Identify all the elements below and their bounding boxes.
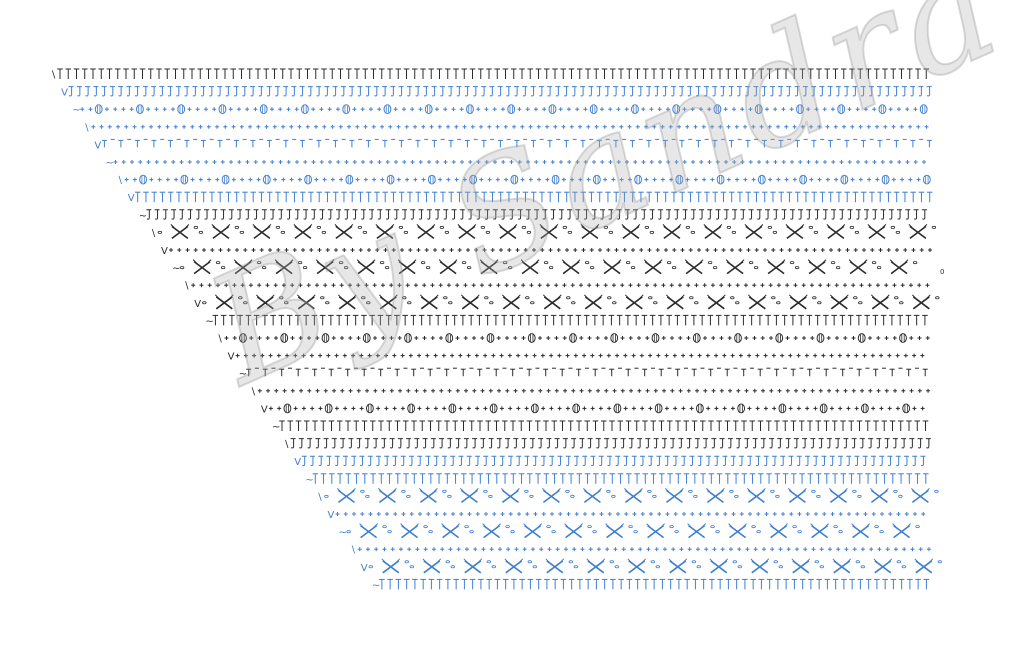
svg-text:~: ~: [239, 369, 247, 380]
chart-row-5: V: [94, 138, 932, 151]
chart-row-27: ~: [339, 523, 920, 539]
svg-text:V: V: [294, 457, 301, 468]
chart-row-9: ~: [139, 209, 927, 222]
svg-text:∖: ∖: [250, 387, 256, 398]
svg-text:~: ~: [139, 211, 147, 222]
chart-row-20: V: [261, 403, 925, 415]
row-end-marker: 0: [940, 268, 945, 276]
svg-text:V: V: [228, 352, 235, 363]
chart-row-23: V: [294, 455, 926, 468]
svg-text:V: V: [161, 246, 168, 257]
svg-text:∖: ∖: [283, 440, 289, 451]
chart-row-19: ∖: [250, 387, 931, 398]
svg-text:V: V: [94, 140, 101, 151]
chart-row-29: V: [361, 558, 942, 574]
chart-row-2: V: [61, 86, 932, 99]
chart-row-3: ~: [72, 104, 928, 116]
svg-text:∖: ∖: [316, 492, 322, 503]
svg-text:∖: ∖: [217, 334, 223, 345]
svg-text:∖: ∖: [83, 123, 89, 134]
chart-row-17: V: [228, 352, 925, 363]
svg-text:~: ~: [372, 580, 380, 591]
chart-row-24: ~: [305, 473, 929, 486]
svg-text:∖: ∖: [350, 545, 356, 556]
svg-text:∖: ∖: [150, 228, 156, 239]
svg-text:~: ~: [305, 475, 313, 486]
svg-text:~: ~: [106, 158, 114, 169]
chart-row-11: V: [161, 246, 932, 257]
svg-text:V: V: [194, 299, 201, 310]
svg-text:∖: ∖: [117, 176, 123, 187]
chart-row-7: ∖: [117, 174, 931, 187]
chart-row-4: ∖: [83, 123, 929, 134]
svg-text:V: V: [128, 193, 135, 204]
svg-text:∖: ∖: [183, 281, 189, 292]
chart-row-30: ~: [372, 578, 930, 591]
chart-row-6: ~: [106, 158, 926, 169]
svg-text:V: V: [328, 510, 335, 521]
svg-text:V: V: [261, 404, 268, 415]
svg-text:∖: ∖: [50, 70, 56, 81]
chart-row-15: ~: [205, 314, 928, 327]
svg-text:~: ~: [172, 264, 180, 275]
svg-text:V: V: [361, 563, 368, 574]
chart-row-22: ∖: [283, 438, 931, 451]
chart-row-14: V: [194, 294, 940, 310]
chart-row-28: ∖: [350, 545, 931, 556]
chart-row-13: ∖: [183, 281, 930, 292]
chart-row-26: V: [328, 510, 926, 521]
chart-row-1: ∖: [50, 68, 930, 81]
chart-row-8: V: [128, 191, 933, 204]
chart-row-16: ∖: [217, 333, 930, 345]
chart-row-18: ~: [239, 367, 928, 380]
chart-row-12: ~: [172, 259, 918, 275]
chart-row-10: ∖: [150, 224, 937, 239]
svg-text:~: ~: [205, 316, 213, 327]
svg-text:V: V: [61, 88, 68, 99]
chart-row-21: ~: [272, 420, 929, 433]
svg-text:~: ~: [72, 105, 80, 116]
chart-row-25: ∖: [316, 488, 939, 503]
svg-text:~: ~: [339, 528, 347, 539]
svg-text:~: ~: [272, 422, 280, 433]
